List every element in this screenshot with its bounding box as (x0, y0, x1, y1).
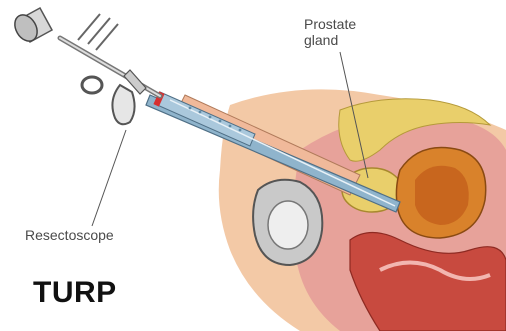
resectoscope-leader-line (92, 130, 126, 226)
prostate-label-line1: Prostate (304, 16, 394, 32)
prostate-label-line2: gland (304, 32, 394, 48)
prostate-gland-label: Prostate gland (304, 16, 394, 48)
resectoscope-label: Resectoscope (25, 227, 114, 243)
testis (268, 201, 308, 249)
bladder-inner (415, 166, 469, 225)
diagram-title: TURP (33, 276, 117, 310)
